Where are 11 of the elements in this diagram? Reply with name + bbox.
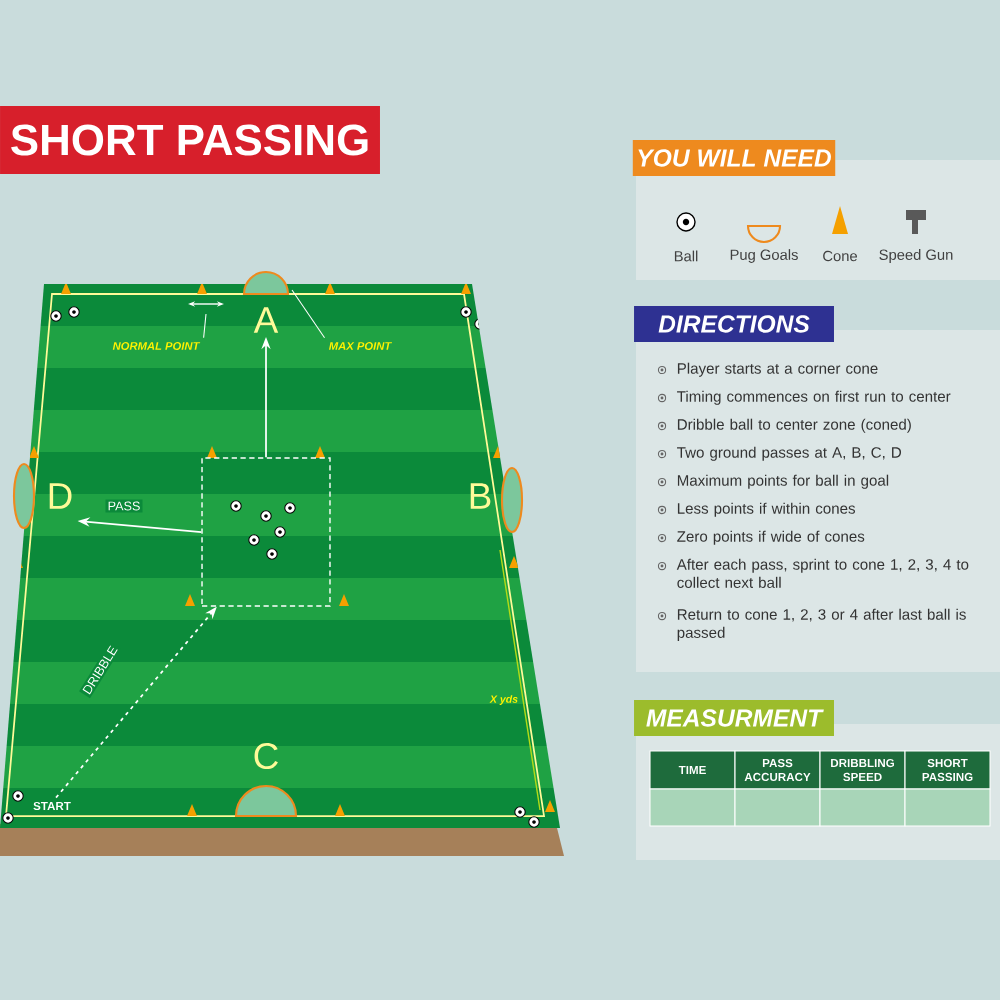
goal-letter: C [254, 742, 278, 770]
title-banner: SHORT PASSING [0, 106, 380, 174]
goal-letter: B [470, 483, 491, 509]
goal-letter: D [49, 483, 72, 509]
leader-line [203, 313, 207, 339]
header-band: MEASURMENT [634, 700, 834, 736]
header-band: YOU WILL NEED [632, 140, 836, 176]
goal-letter: A [253, 307, 279, 333]
center-zone [201, 457, 331, 607]
leader-line [291, 289, 326, 339]
header-band: DIRECTIONS [634, 306, 834, 342]
